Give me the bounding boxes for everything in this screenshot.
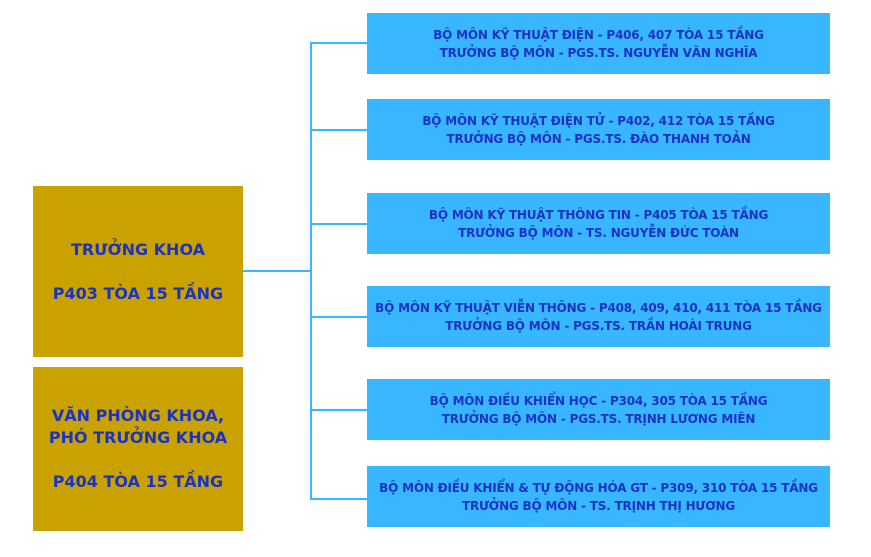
department-head: TRƯỞNG BỘ MÔN - PGS.TS. ĐÀO THANH TOẢN [446, 131, 751, 146]
department-name: BỘ MÔN KỸ THUẬT VIỄN THÔNG - P408, 409, … [375, 300, 822, 315]
connector-branch [310, 498, 367, 500]
department-box: BỘ MÔN KỸ THUẬT VIỄN THÔNG - P408, 409, … [367, 286, 830, 347]
office-room: P404 TÒA 15 TẦNG [52, 472, 224, 491]
department-head: TRƯỞNG BỘ MÔN - PGS.TS. TRẦN HOÀI TRUNG [445, 318, 752, 333]
department-head: TRƯỞNG BỘ MÔN - TS. TRỊNH THỊ HƯƠNG [461, 498, 736, 513]
department-box: BỘ MÔN KỸ THUẬT THÔNG TIN - P405 TÒA 15 … [367, 193, 830, 254]
department-box: BỘ MÔN KỸ THUẬT ĐIỆN - P406, 407 TÒA 15 … [367, 13, 830, 74]
department-head: TRƯỞNG BỘ MÔN - PGS.TS. TRỊNH LƯƠNG MIÊN [441, 411, 756, 426]
connector-branch [310, 409, 367, 411]
office-line1: VĂN PHÒNG KHOA, [51, 406, 225, 425]
connector-trunk [310, 42, 312, 500]
department-name: BỘ MÔN KỸ THUẬT ĐIỆN - P406, 407 TÒA 15 … [433, 27, 764, 42]
department-box: BỘ MÔN ĐIỀU KHIỂN HỌC - P304, 305 TÒA 15… [367, 379, 830, 440]
connector-branch [310, 129, 367, 131]
department-name: BỘ MÔN ĐIỀU KHIỂN HỌC - P304, 305 TÒA 15… [429, 393, 768, 408]
department-name: BỘ MÔN KỸ THUẬT THÔNG TIN - P405 TÒA 15 … [428, 207, 769, 222]
connector-branch [310, 42, 367, 44]
department-head: TRƯỞNG BỘ MÔN - PGS.TS. NGUYỄN VĂN NGHĨA [439, 45, 758, 60]
connector-branch [310, 223, 367, 225]
dean-title: TRƯỞNG KHOA [70, 239, 205, 259]
department-box: BỘ MÔN ĐIỀU KHIỂN & TỰ ĐỘNG HÓA GT - P30… [367, 466, 830, 527]
dean-box: TRƯỞNG KHOA P403 TÒA 15 TẦNG [33, 186, 243, 357]
department-name: BỘ MÔN ĐIỀU KHIỂN & TỰ ĐỘNG HÓA GT - P30… [379, 480, 818, 495]
connector-branch [310, 316, 367, 318]
office-box: VĂN PHÒNG KHOA, PHÓ TRƯỞNG KHOA P404 TÒA… [33, 367, 243, 531]
department-head: TRƯỞNG BỘ MÔN - TS. NGUYỄN ĐỨC TOÀN [458, 225, 739, 240]
office-line2: PHÓ TRƯỞNG KHOA [48, 428, 228, 447]
department-name: BỘ MÔN KỸ THUẬT ĐIỆN TỬ - P402, 412 TÒA … [422, 113, 775, 128]
connector-dean [243, 270, 311, 272]
dean-room: P403 TÒA 15 TẦNG [52, 283, 224, 303]
department-box: BỘ MÔN KỸ THUẬT ĐIỆN TỬ - P402, 412 TÒA … [367, 99, 830, 160]
